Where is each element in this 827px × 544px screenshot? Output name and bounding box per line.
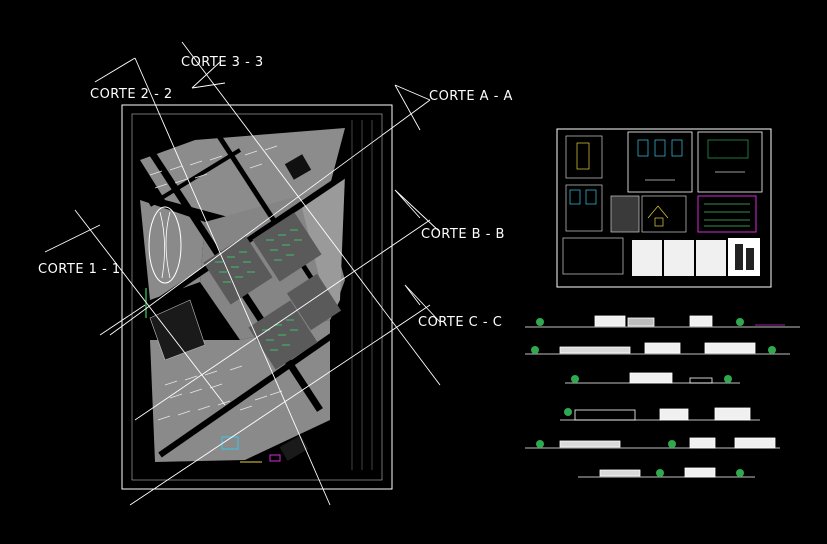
cut-line-c-c [129, 304, 431, 506]
elevation-strip-5 [525, 437, 780, 449]
dark-lot [149, 299, 206, 361]
sheet-set-panel [556, 128, 772, 288]
parcel-lines [149, 145, 283, 421]
elevation-strip-3 [565, 372, 740, 384]
sheet-thumb-8 [562, 237, 624, 275]
road-cross-2 [158, 327, 342, 458]
elevation-strip-4 [560, 407, 760, 421]
sheet-thumb-4 [565, 184, 603, 232]
label-corte-2-2: CORTE 2 - 2 [90, 87, 173, 102]
sheet-thumb-11 [696, 240, 726, 276]
housing-cluster-center [203, 212, 342, 370]
sheet-thumb-1 [565, 135, 603, 179]
cut-arrow-c-c [404, 284, 441, 323]
sheet-thumb-9 [632, 240, 662, 276]
park-loop [148, 206, 182, 284]
cyan-marker [221, 436, 239, 450]
plan-sheet-frame [121, 104, 393, 490]
cut-arrow-b-b [394, 189, 441, 233]
cut-arrow-2-2 [94, 57, 136, 83]
site-plan [140, 120, 373, 470]
label-corte-c-c: CORTE C - C [418, 315, 502, 330]
elevation-strip-1 [525, 315, 800, 328]
cut-line-3-3 [181, 41, 441, 386]
section-cut-lines [44, 41, 441, 506]
cut-line-b-b [134, 219, 431, 421]
plan-inner-frame [131, 113, 383, 481]
label-corte-b-b: CORTE B - B [421, 227, 505, 242]
sheet-thumb-6 [641, 195, 687, 233]
black-building [284, 154, 312, 180]
label-corte-1-1: CORTE 1 - 1 [38, 262, 121, 277]
sheet-thumb-5 [610, 195, 640, 233]
magenta-marker [269, 454, 281, 462]
elevation-strips [525, 315, 800, 478]
elevation-strip-6 [578, 467, 755, 478]
sheet-set-frame [556, 128, 772, 288]
east-strip [351, 120, 373, 470]
sheet-thumb-12 [728, 238, 760, 276]
south-building [279, 435, 309, 461]
label-corte-3-3: CORTE 3 - 3 [181, 55, 264, 70]
cut-line-2-2 [134, 57, 331, 506]
cut-arrow-3-3 [191, 61, 226, 89]
cut-arrow-1-1 [44, 224, 146, 336]
cut-line-1-1 [74, 209, 226, 406]
sheet-thumb-10 [664, 240, 694, 276]
cut-line-a-a [109, 99, 431, 336]
park-paths [159, 211, 171, 279]
sheet-thumb-2 [627, 131, 693, 193]
road-cross-3 [148, 148, 242, 207]
cut-arrow-a-a [394, 84, 431, 131]
label-corte-a-a: CORTE A - A [429, 89, 513, 104]
elevation-strip-2 [525, 342, 790, 355]
sheet-thumb-7 [697, 195, 757, 233]
site-block-east [300, 175, 345, 320]
site-block-west [140, 200, 205, 300]
sheet-thumb-3 [697, 131, 763, 193]
